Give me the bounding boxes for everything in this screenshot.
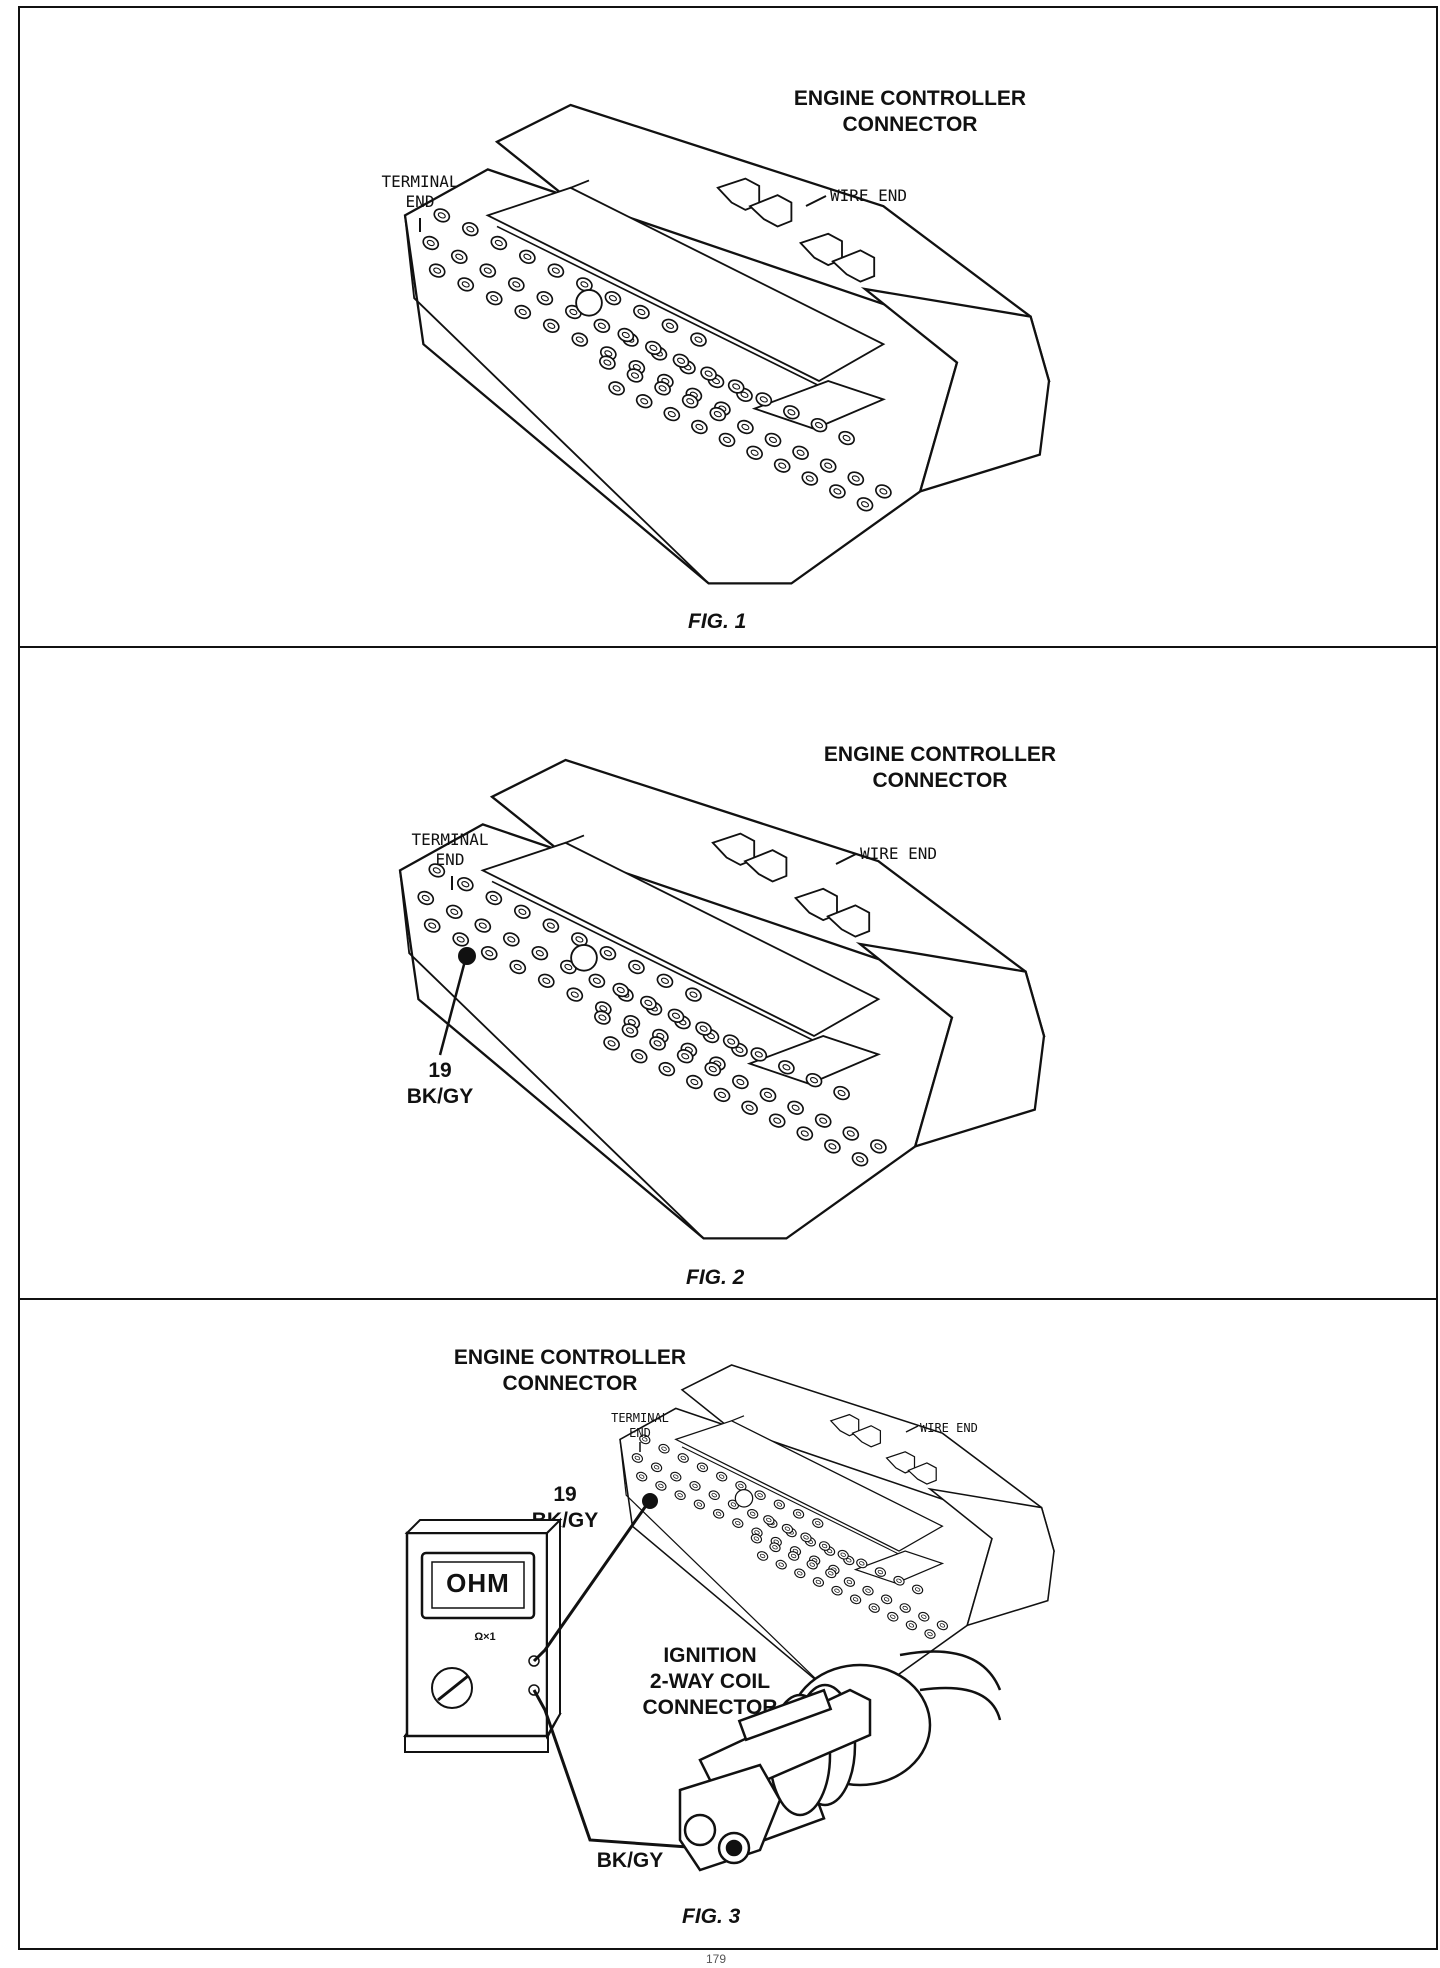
divider-2 (18, 1298, 1438, 1300)
fig3-connector-drawing (619, 1364, 1055, 1689)
fig3-connector-label: ENGINE CONTROLLER CONNECTOR (453, 1346, 687, 1395)
fig1-connector-drawing (403, 103, 1051, 585)
fig2-caption: FIG. 2 (686, 1266, 745, 1289)
fig3-coil-wire-label: BK/GY (596, 1849, 664, 1872)
fig3-terminal-end-label: TERMINAL END (611, 1411, 669, 1440)
fig3-caption: FIG. 3 (682, 1905, 741, 1928)
divider-1 (18, 646, 1438, 648)
page-number: 179 (706, 1952, 727, 1966)
ignition-coil-connector-icon (678, 1650, 1002, 1872)
fig2-terminal-end-label: TERMINAL END (411, 830, 489, 869)
fig1-caption: FIG. 1 (688, 610, 747, 633)
fig1-wire-end-label: WIRE END (830, 186, 908, 205)
meter-display-text: OHM (446, 1568, 510, 1598)
fig3-ignition-label: IGNITION 2-WAY COIL CONNECTOR (642, 1644, 778, 1719)
meter-range-text: Ω×1 (474, 1631, 496, 1643)
fig3-wire-end-label: WIRE END (920, 1421, 978, 1435)
fig1-terminal-end-label: TERMINAL END (381, 172, 459, 211)
connector-center-hole (570, 944, 598, 972)
connector-center-hole (575, 289, 603, 317)
fig1-connector-label: ENGINE CONTROLLER CONNECTOR (793, 87, 1027, 136)
fig2-wire-end-label: WIRE END (860, 844, 938, 863)
connector-center-hole (734, 1489, 754, 1508)
ohmmeter-icon (403, 1517, 563, 1753)
fig2-pin-callout: 19 BK/GY (406, 1059, 474, 1108)
fig2-connector-label: ENGINE CONTROLLER CONNECTOR (823, 743, 1057, 792)
fig2-connector-drawing (398, 758, 1046, 1240)
page-frame (18, 6, 1438, 1950)
